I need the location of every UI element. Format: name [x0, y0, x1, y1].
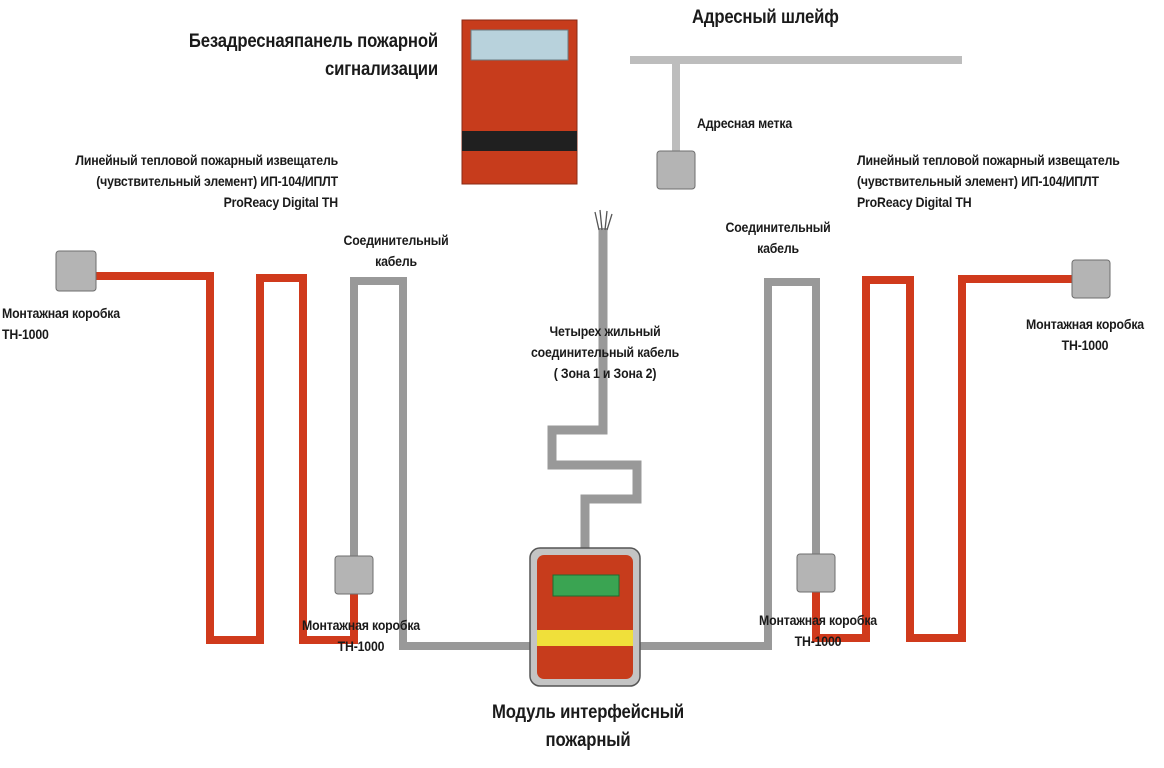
junction-box-left-bottom-label: Монтажная коробка ТН-1000: [302, 617, 420, 654]
heat-cable-right: [812, 275, 1073, 642]
junction-box-left-bottom: [334, 555, 374, 595]
four-core-cable-line: [547, 228, 642, 552]
connecting-cable-left: [350, 277, 530, 650]
heat-detector-left-label: Линейный тепловой пожарный извещатель (ч…: [75, 152, 338, 210]
junction-box-right-bottom: [796, 553, 836, 593]
interface-module-body: [537, 555, 633, 679]
address-tag-label: Адресная метка: [697, 115, 793, 131]
cable-wire-ends: [594, 209, 613, 231]
four-core-cable-label: Четырех жильный соединительный кабель ( …: [530, 323, 680, 381]
address-loop: [630, 56, 962, 152]
junction-box-right-top: [1071, 259, 1111, 299]
control-panel-label: Безадреснаяпанель пожарной сигнализации: [188, 31, 438, 80]
connecting-cable-right: [640, 278, 820, 650]
junction-box-left-top-label: Монтажная коробка ТН-1000: [2, 305, 120, 342]
junction-box-right-bottom-label: Монтажная коробка ТН-1000: [759, 612, 877, 649]
junction-box-right-top-label: Монтажная коробка ТН-1000: [1026, 316, 1144, 353]
interface-module-label: Модуль интерфейсный пожарный: [491, 702, 685, 751]
control-panel: [461, 19, 578, 185]
address-tag-box: [656, 150, 696, 190]
connecting-cable-left-label: Соединительный кабель: [343, 232, 449, 269]
heat-cable-left: [96, 272, 358, 644]
four-core-cable: [547, 209, 642, 552]
control-panel-band: [462, 131, 577, 151]
control-panel-screen: [470, 29, 569, 61]
connecting-cable-right-label: Соединительный кабель: [725, 219, 831, 256]
address-loop-label: Адресный шлейф: [692, 7, 839, 28]
interface-module: [529, 547, 641, 687]
junction-box-left-top: [55, 250, 97, 292]
interface-module-band: [537, 630, 633, 646]
interface-module-screen: [552, 574, 620, 597]
heat-detector-right-label: Линейный тепловой пожарный извещатель (ч…: [857, 152, 1120, 210]
